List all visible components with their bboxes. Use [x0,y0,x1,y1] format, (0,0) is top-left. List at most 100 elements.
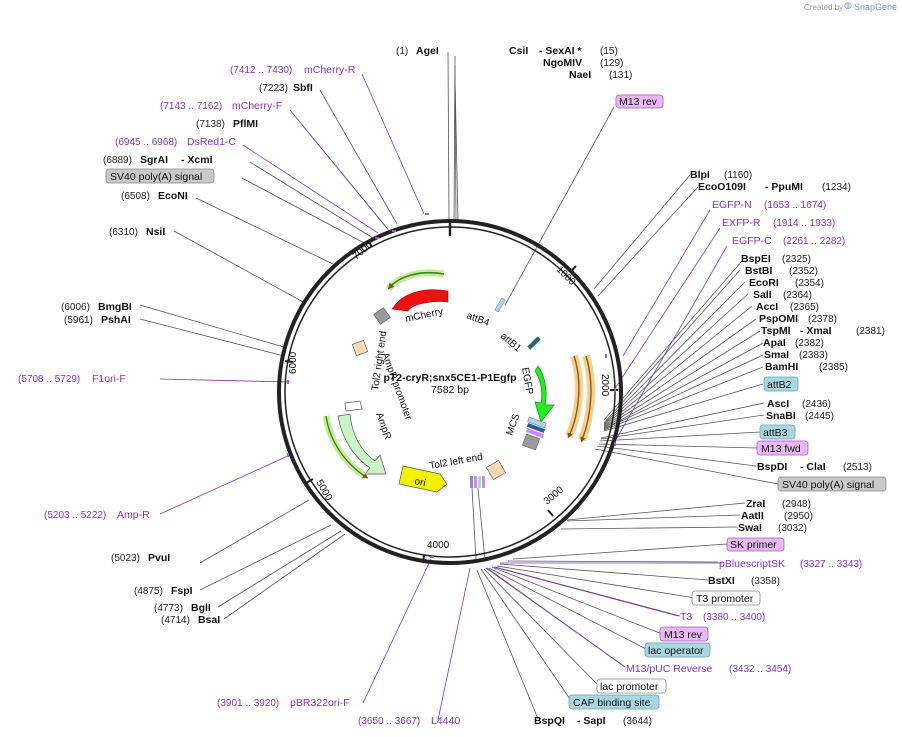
ngomiv-label[interactable]: NgoMIV [543,57,582,69]
attb2-box[interactable] [763,376,799,392]
egfp-n-label[interactable]: EGFP-N [712,199,752,211]
sali-label[interactable]: SalI [753,289,772,301]
bstbi-label[interactable]: BstBI [745,265,773,277]
m13rev-top-box[interactable] [615,94,664,109]
aatii-label[interactable]: AatII [741,510,764,522]
sexai-label[interactable]: - SexAI * [539,45,583,57]
credit-brand: SnapGene [854,2,897,12]
tspmi-pos: (2381) [856,326,885,337]
attb4-feature[interactable] [494,297,506,313]
egfp-feature[interactable] [534,365,555,423]
ppumi-label[interactable]: - PpuMI [765,181,803,193]
xmai-label[interactable]: - XmaI [800,325,832,337]
clai-label[interactable]: - ClaI [800,461,826,473]
mcherry-r-label[interactable]: mCherry-R [304,64,356,76]
attb1-feature[interactable] [527,336,541,350]
m13rev-bottom-box[interactable] [659,626,709,642]
sgrai-label[interactable]: SgrAI [140,154,168,166]
pvui-label[interactable]: PvuI [148,552,170,564]
m13fwd-box[interactable] [756,440,809,456]
tol2-right-marker[interactable] [373,307,391,325]
lac-operator-box[interactable] [644,642,711,658]
egfp-c-label[interactable]: EGFP-C [732,235,772,247]
blpi-pos: (1160) [724,170,752,181]
attb3-label: attB3 [763,427,788,439]
bmgbi-label[interactable]: BmgBI [98,301,132,313]
sbfi-label[interactable]: SbfI [293,82,313,94]
t3-promoter-box[interactable] [691,590,761,606]
exfp-r-label[interactable]: EXFP-R [722,217,761,229]
snabi-label[interactable]: SnaBI [766,410,796,422]
ampr-feature[interactable] [337,413,387,475]
naei-label[interactable]: NaeI [569,69,591,81]
econi-label[interactable]: EcoNI [158,190,188,202]
ecori-label[interactable]: EcoRI [749,277,779,289]
agei-pos: (1) [396,46,408,57]
apai-pos: (2382) [795,338,824,349]
swai-label[interactable]: SwaI [738,522,762,534]
tol2-left-end-feature[interactable] [486,460,506,480]
pshai-label[interactable]: PshAI [101,314,131,326]
bspei-label[interactable]: BspEI [741,253,771,265]
sapi-label[interactable]: - SapI [577,715,606,727]
csii-label[interactable]: CsiI [509,45,528,57]
bgli-label[interactable]: BglI [191,602,211,614]
attb3-box[interactable] [759,424,796,440]
mcherry-feature[interactable] [391,289,449,312]
smai-label[interactable]: SmaI [764,349,789,361]
nsii-label[interactable]: NsiI [146,226,165,238]
tspmi-label[interactable]: TspMI [761,325,791,337]
tick-3000: 3000 [542,484,566,507]
mcs-block[interactable] [522,416,547,451]
lac-promoter-box[interactable] [596,678,667,694]
bspqi-label[interactable]: BspQI [534,715,565,727]
egfp-primer-arrow-1 [567,355,580,439]
zrai-label[interactable]: ZraI [746,498,765,510]
cap-site-box[interactable] [568,694,660,710]
naei-pos: (131) [609,70,632,81]
fspi-label[interactable]: FspI [171,585,193,597]
pbr322-label[interactable]: pBR322ori-F [290,697,350,709]
fspi-pos: (4875) [134,586,163,597]
apai-label[interactable]: ApaI [763,337,786,349]
mcherry-f-label[interactable]: mCherry-F [232,100,282,112]
l4440-label[interactable]: L4440 [431,715,460,727]
dsred1c-label[interactable]: DsRed1-C [187,136,236,148]
t3-label[interactable]: T3 [680,611,692,623]
primer-leader-lines [159,73,728,721]
bsai-label[interactable]: BsaI [198,614,220,626]
zrai-pos: (2948) [782,499,811,510]
bamhi-label[interactable]: BamHI [765,361,798,373]
blpi-label[interactable]: BlpI [690,169,710,181]
bspdi-label[interactable]: BspDI [757,461,787,473]
f1ori-pos: (5708 .. 5729) [18,374,80,385]
pbluescript-label[interactable]: pBluescriptSK [719,558,785,570]
bsai-pos: (4714) [161,615,190,626]
ecoo109i-label[interactable]: EcoO109I [698,181,746,193]
sv40-left-box[interactable] [105,168,215,184]
bstxi-label[interactable]: BstXI [708,575,735,587]
sk-primer-label: SK primer [730,539,777,551]
econi-pos: (6508) [121,191,150,202]
ecori-pos: (2354) [795,278,824,289]
ori-feature[interactable] [398,465,448,493]
xcmi-label[interactable]: - XcmI [181,154,213,166]
acci-label[interactable]: AccI [756,301,778,313]
t3-promoter-label: T3 promoter [696,593,754,605]
ampr-primer-label[interactable]: Amp-R [117,509,150,521]
nsii-pos: (6310) [109,227,138,238]
m13puc-label[interactable]: M13/pUC Reverse [626,663,713,675]
f1ori-label[interactable]: F1ori-F [92,373,126,385]
ampr-promoter-feature[interactable] [344,400,363,412]
sk-primer-box[interactable] [726,537,785,552]
asci-label[interactable]: AscI [767,398,789,410]
agei-label[interactable]: AgeI [416,45,439,57]
dsred1c-pos: (6945 .. 6968) [115,137,177,148]
pspomi-label[interactable]: PspOMI [759,313,798,325]
ori-label: ori [413,476,426,489]
sv40-right-box[interactable] [777,476,887,492]
pflmi-label[interactable]: PflMI [233,118,258,130]
tol2-right-end-feature[interactable] [351,339,369,357]
